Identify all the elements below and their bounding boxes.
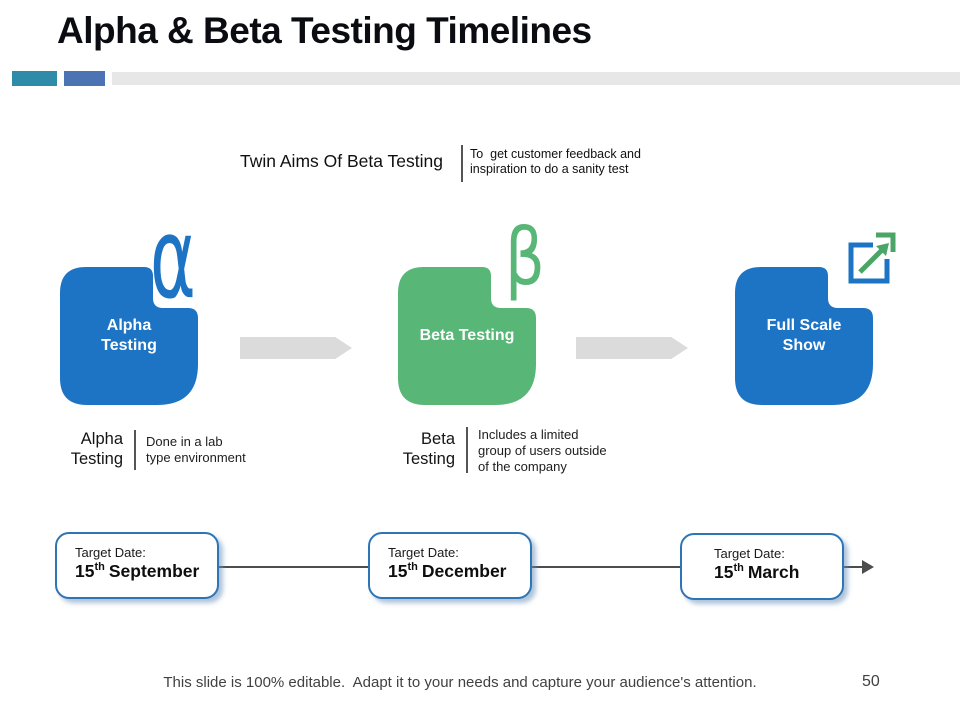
alpha-glyph: α [150,194,196,324]
date-day: 15 [714,562,734,582]
stage-label-alpha: Alpha Testing [101,317,157,354]
stage-card-alpha: α Alpha Testing [60,203,198,405]
accent-bar-blue [64,71,105,86]
date-ordinal: th [733,562,744,575]
definition-divider [466,427,468,473]
flow-arrow-icon [576,337,688,359]
accent-bar-teal [12,71,57,86]
timeline-arrowhead-icon [862,560,874,574]
card-shape [60,267,198,405]
card-shape [398,267,536,405]
beta-glyph: β [505,213,546,303]
launch-icon [848,232,896,284]
twin-aims-description: To get customer feedback and inspiration… [470,147,641,176]
date-month: September [108,561,200,581]
flow-arrow-icon [240,337,352,359]
stage-label-full-scale: Full Scale Show [766,317,842,354]
date-month: March [747,562,800,582]
twin-aims-label: Twin Aims Of Beta Testing [240,151,443,171]
page-number: 50 [862,673,880,690]
target-date-label: Target Date: [75,545,146,560]
date-day: 15 [75,561,95,581]
definition-term-beta: Beta Testing [402,430,455,468]
date-ordinal: th [94,561,105,574]
stage-card-full-scale: Full Scale Show [735,232,896,405]
definition-description-beta: Includes a limited group of users outsid… [478,427,607,474]
card-shape [735,267,873,405]
target-date-label: Target Date: [388,545,459,560]
footer-note: This slide is 100% editable. Adapt it to… [163,674,757,691]
target-date-label: Target Date: [714,546,785,561]
definition-divider [134,430,136,470]
date-month: December [421,561,507,581]
date-day: 15 [388,561,408,581]
definition-description-alpha: Done in a lab type environment [146,434,246,465]
definition-term-alpha: Alpha Testing [70,430,123,468]
page-title: Alpha & Beta Testing Timelines [57,10,592,51]
header-rule [112,72,960,85]
date-ordinal: th [407,561,418,574]
stage-label-beta: Beta Testing [419,327,515,344]
twin-aims-divider [461,145,463,182]
stage-card-beta: β Beta Testing [398,219,545,405]
